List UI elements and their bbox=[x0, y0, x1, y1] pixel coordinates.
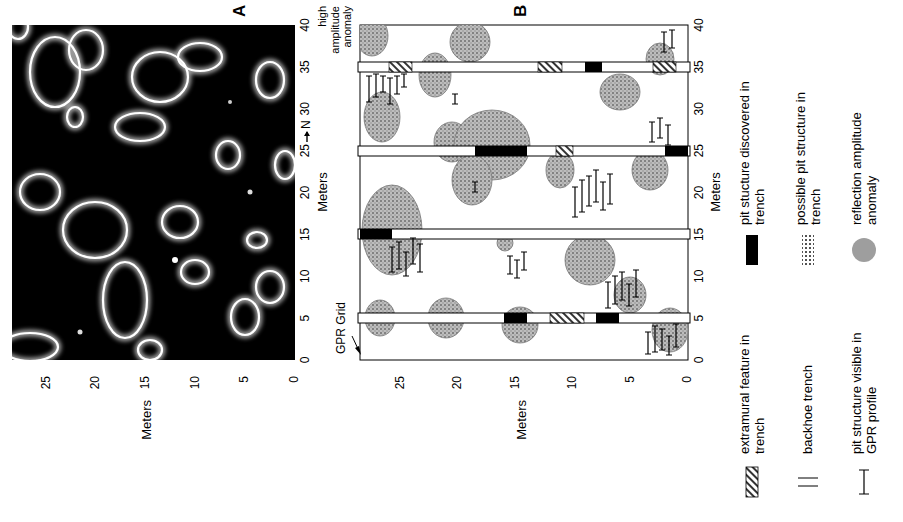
axis-label: 40 bbox=[299, 18, 313, 31]
axis-label: Meters bbox=[316, 172, 331, 212]
legend-swatch bbox=[746, 235, 758, 265]
axis-label: 35 bbox=[693, 60, 707, 73]
axis-label: 15 bbox=[299, 228, 313, 241]
axis-label: 25 bbox=[299, 144, 313, 157]
axis-label: 40 bbox=[693, 18, 707, 31]
axis-label: high amplitude anomaly bbox=[316, 6, 354, 68]
amplitude-map bbox=[2, 15, 295, 361]
legend-text: pit structure visible in GPR profile bbox=[849, 304, 880, 454]
axis-label: 20 bbox=[299, 186, 313, 199]
axis-label: 25 bbox=[693, 144, 707, 157]
axis-label: 20 bbox=[89, 376, 103, 389]
legend-text: backhoe trench bbox=[800, 304, 816, 454]
axis-label: 30 bbox=[693, 102, 707, 115]
legend-swatch bbox=[852, 238, 876, 262]
axis-label: 0 bbox=[288, 376, 302, 383]
interpretation-map bbox=[356, 16, 690, 360]
axis-label: A bbox=[230, 5, 250, 17]
north-arrow bbox=[304, 131, 310, 142]
axis-label: 10 bbox=[693, 270, 707, 283]
axis-label: Meters bbox=[709, 172, 724, 212]
axis-label: 20 bbox=[693, 186, 707, 199]
axis-label: 15 bbox=[139, 376, 153, 389]
axis-label: Meters bbox=[140, 400, 155, 440]
axis-label: 5 bbox=[238, 376, 252, 383]
axis-label: GPR Grid bbox=[335, 302, 349, 354]
axis-label: 30 bbox=[299, 102, 313, 115]
axis-label: 10 bbox=[566, 376, 580, 389]
axis-label: 0 bbox=[693, 357, 707, 364]
legend-text: reflection amplitude anomaly bbox=[849, 75, 880, 225]
axis-label: 15 bbox=[693, 228, 707, 241]
axis-label: B bbox=[511, 5, 531, 17]
axis-label: 25 bbox=[394, 376, 408, 389]
axis-label: 25 bbox=[40, 376, 54, 389]
axis-label: 35 bbox=[299, 60, 313, 73]
axis-label: N bbox=[300, 120, 314, 129]
axis-label: 0 bbox=[299, 357, 313, 364]
axis-label: 0 bbox=[681, 376, 695, 383]
legend-text: pit stucture discovered in trench bbox=[737, 75, 768, 225]
axis-label: 5 bbox=[299, 315, 313, 322]
gpr-grid-leader bbox=[352, 336, 361, 355]
axis-label: 10 bbox=[189, 376, 203, 389]
legend-text: possible pit structure in trench bbox=[793, 75, 824, 225]
axis-label: 15 bbox=[509, 376, 523, 389]
axis-label: 10 bbox=[299, 270, 313, 283]
axis-label: 5 bbox=[693, 315, 707, 322]
axis-label: 5 bbox=[624, 376, 638, 383]
axis-label: Meters bbox=[515, 400, 530, 440]
legend-text: extramural feature in trench bbox=[737, 304, 768, 454]
axis-label: 20 bbox=[451, 376, 465, 389]
